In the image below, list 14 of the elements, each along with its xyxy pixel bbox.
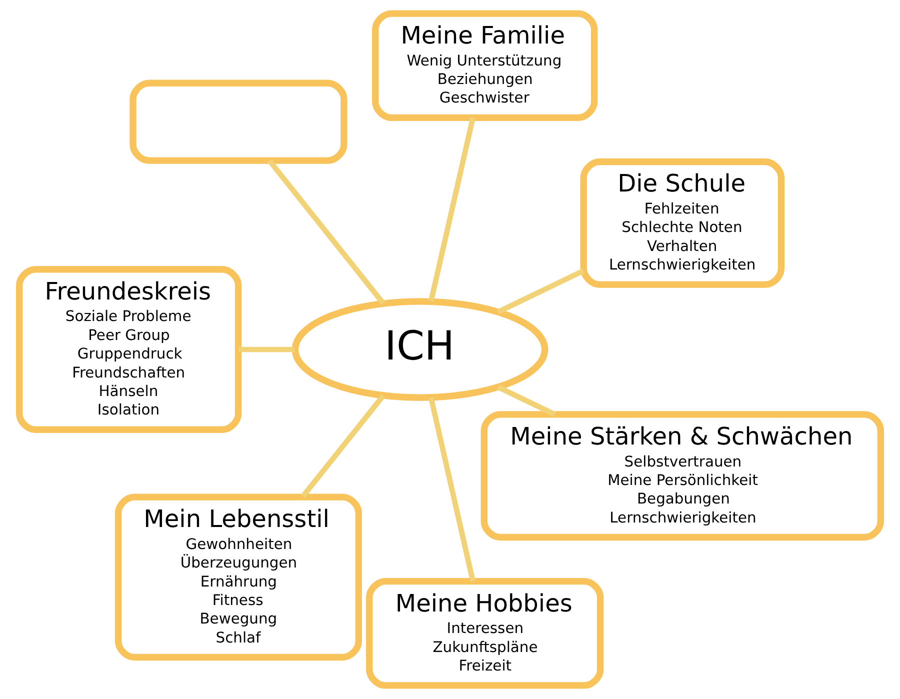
node-box: Meine Hobbies Interessen Zukunftspläne Freizeit [366, 578, 604, 689]
connector [267, 158, 386, 306]
connector [300, 394, 386, 498]
node-box: Freundeskreis Soziale Probleme Peer Group Gruppendruck Freundschaften Hänseln Isolation [16, 266, 242, 433]
node-ellipse: ICH [292, 298, 548, 401]
node-box: Die Schule Fehlzeiten Schlechte Noten Verhalten Lernschwierigkeiten [580, 158, 785, 288]
node-box: Meine Familie Wenig Unterstützung Beziehungen Geschwister [372, 10, 598, 121]
connector [428, 117, 476, 302]
node-box: Meine Stärken & Schwächen Selbstvertrauen Meine Persönlichkeit Begabungen Lernschwierigkeiten [480, 411, 884, 541]
connector [238, 346, 295, 352]
node-box [130, 80, 348, 164]
node-box: Mein Lebensstil Gewohnheiten Überzeugungen Ernährung Fitness Bewegung Schlaf [114, 494, 362, 661]
connector [496, 268, 584, 314]
connector [428, 397, 476, 582]
